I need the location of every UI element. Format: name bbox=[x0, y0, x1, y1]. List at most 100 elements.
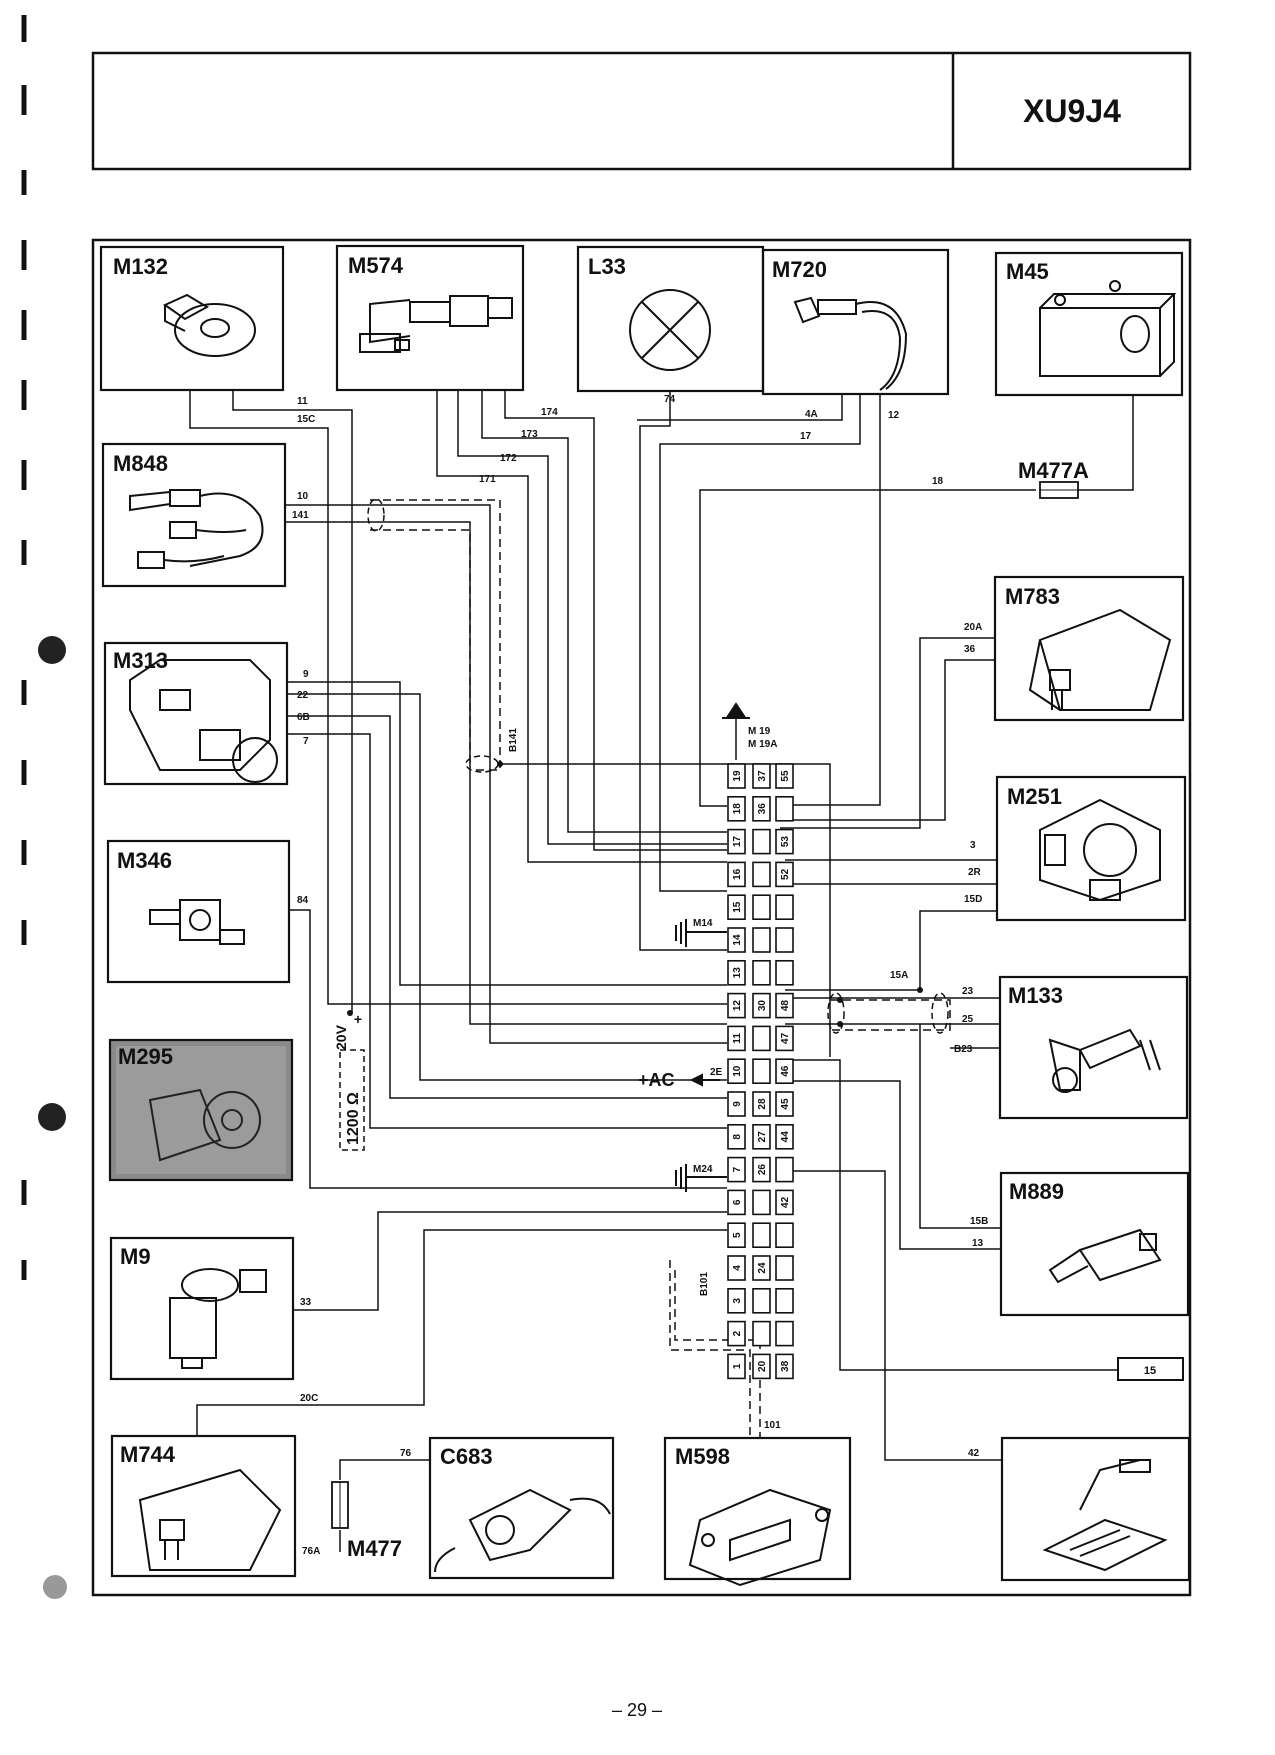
wire-label: 174 bbox=[541, 407, 558, 418]
wire-label: 2R bbox=[968, 867, 982, 878]
wire-label: 33 bbox=[300, 1297, 312, 1308]
ecu-pin-label: 53 bbox=[780, 836, 791, 848]
ecu-pin-box bbox=[775, 795, 794, 822]
ecu-pin-box bbox=[727, 1189, 746, 1216]
ecu-pin-label: 46 bbox=[780, 1065, 791, 1077]
label-m346: M346 bbox=[117, 848, 172, 873]
ecu-pin-label: 48 bbox=[780, 1000, 791, 1012]
ecu-pin-label: 28 bbox=[757, 1098, 768, 1110]
ecu-pin-box bbox=[752, 992, 771, 1019]
ecu-pin-box bbox=[752, 795, 771, 822]
component-m251 bbox=[995, 775, 1187, 922]
ecu-pin-label: 45 bbox=[780, 1098, 791, 1110]
knock-sensor-illustration bbox=[162, 293, 256, 357]
wire-label: 13 bbox=[972, 1238, 984, 1249]
wire-label: 22 bbox=[297, 690, 309, 701]
ecu-pin-label: 2 bbox=[732, 1330, 743, 1336]
ecu-illustration bbox=[688, 1488, 832, 1587]
ecu-pin-box bbox=[752, 1222, 771, 1248]
label-m295: M295 bbox=[118, 1044, 173, 1069]
punch-hole bbox=[43, 1575, 67, 1599]
ecu-pin-box bbox=[752, 894, 771, 921]
wire-label: 15B bbox=[970, 1216, 988, 1227]
relay-illustration bbox=[1028, 608, 1172, 711]
injector-illustration bbox=[359, 295, 513, 353]
component-pedal bbox=[1000, 1436, 1191, 1582]
ecu-pin-label: 5 bbox=[732, 1232, 743, 1238]
control-relay-illustration bbox=[138, 1468, 282, 1571]
ecu-pin-box bbox=[775, 1124, 794, 1150]
diagnostic-connector-illustration bbox=[434, 1488, 611, 1573]
component-m132 bbox=[99, 245, 285, 392]
wire-label: 25 bbox=[962, 1014, 974, 1025]
ecu-pin-box bbox=[727, 1124, 746, 1150]
ecu-pin-label: 1 bbox=[732, 1363, 743, 1369]
ground-label-m14: M14 bbox=[693, 918, 713, 929]
ecu-pin-box bbox=[775, 894, 794, 921]
battery-illustration bbox=[1039, 280, 1177, 377]
ground-symbols bbox=[675, 702, 750, 1192]
wire-label: 12 bbox=[888, 410, 900, 421]
wire-label: 6B bbox=[297, 712, 310, 723]
ecu-pin-label: 24 bbox=[757, 1262, 768, 1274]
ecu-pin-box bbox=[727, 1222, 746, 1248]
ecu-pin-label: 12 bbox=[732, 1000, 743, 1012]
wire-label: 18 bbox=[932, 476, 944, 487]
shielded-cables bbox=[370, 499, 951, 1438]
ecu-pin-box bbox=[775, 1058, 794, 1084]
ecu-pin-box bbox=[752, 1353, 771, 1380]
wire-label: 9 bbox=[303, 669, 309, 680]
component-m45 bbox=[994, 251, 1184, 397]
canister-valve-illustration bbox=[149, 899, 245, 945]
ecu-pin-box bbox=[727, 1025, 746, 1052]
connector-15 bbox=[1117, 1357, 1184, 1381]
ground-label-m19: M 19 bbox=[748, 726, 771, 737]
coolant-sensor-illustration bbox=[1048, 1228, 1162, 1284]
ecu-pin-label: 17 bbox=[732, 836, 743, 848]
ecu-pin-label: 19 bbox=[732, 770, 743, 782]
label-m477a: M477A bbox=[1018, 458, 1089, 483]
shield-label-b141: B141 bbox=[508, 728, 519, 752]
ecu-connector: 1918171615141312111098765432137363028272… bbox=[727, 763, 794, 1380]
ecu-pin-box bbox=[727, 828, 746, 855]
temperature-sensor-illustration bbox=[129, 489, 264, 569]
title-block bbox=[91, 51, 1192, 171]
ecu-pin-label: 20 bbox=[757, 1360, 768, 1372]
ecu-pin-label: 36 bbox=[757, 803, 768, 815]
component-m889 bbox=[999, 1171, 1190, 1317]
wire-label: 84 bbox=[297, 895, 309, 906]
ecu-pin-box bbox=[775, 1091, 794, 1117]
punch-hole bbox=[38, 636, 66, 664]
junction-dots bbox=[347, 761, 923, 1027]
wire-label: 20C bbox=[300, 1393, 318, 1404]
ecu-pin-label: 13 bbox=[732, 967, 743, 979]
ecu-pin-label: 15 bbox=[732, 901, 743, 913]
component-m744 bbox=[110, 1434, 297, 1578]
component-m783 bbox=[993, 575, 1185, 722]
ecu-pin-box bbox=[775, 992, 794, 1019]
wire-label: 141 bbox=[292, 510, 309, 521]
label-c683: C683 bbox=[440, 1444, 493, 1469]
ecu-pin-box bbox=[727, 959, 746, 986]
label-m574: M574 bbox=[348, 253, 404, 278]
ecu-pin-box bbox=[775, 1189, 794, 1216]
ecu-pin-box bbox=[727, 763, 746, 789]
fuse-m477 bbox=[331, 1481, 349, 1529]
ecu-pin-box bbox=[727, 1288, 746, 1314]
label-m783: M783 bbox=[1005, 584, 1060, 609]
ecu-pin-box bbox=[752, 1156, 771, 1183]
diagram-frame bbox=[91, 238, 1192, 1597]
plus-sign: + bbox=[354, 1011, 362, 1027]
component-m848 bbox=[101, 442, 287, 588]
ecu-pin-box bbox=[752, 1255, 771, 1281]
ecu-pin-box bbox=[727, 861, 746, 888]
label-m477: M477 bbox=[347, 1536, 402, 1561]
wire-label: 76A bbox=[302, 1546, 320, 1557]
wire-label: 42 bbox=[968, 1448, 980, 1459]
component-m313 bbox=[103, 641, 289, 786]
ecu-pin-box bbox=[775, 1156, 794, 1183]
wire-label: 171 bbox=[479, 474, 496, 485]
ecu-pin-label: 14 bbox=[732, 934, 743, 946]
ecu-pin-label: 38 bbox=[780, 1360, 791, 1372]
ecu-pin-box bbox=[727, 992, 746, 1019]
